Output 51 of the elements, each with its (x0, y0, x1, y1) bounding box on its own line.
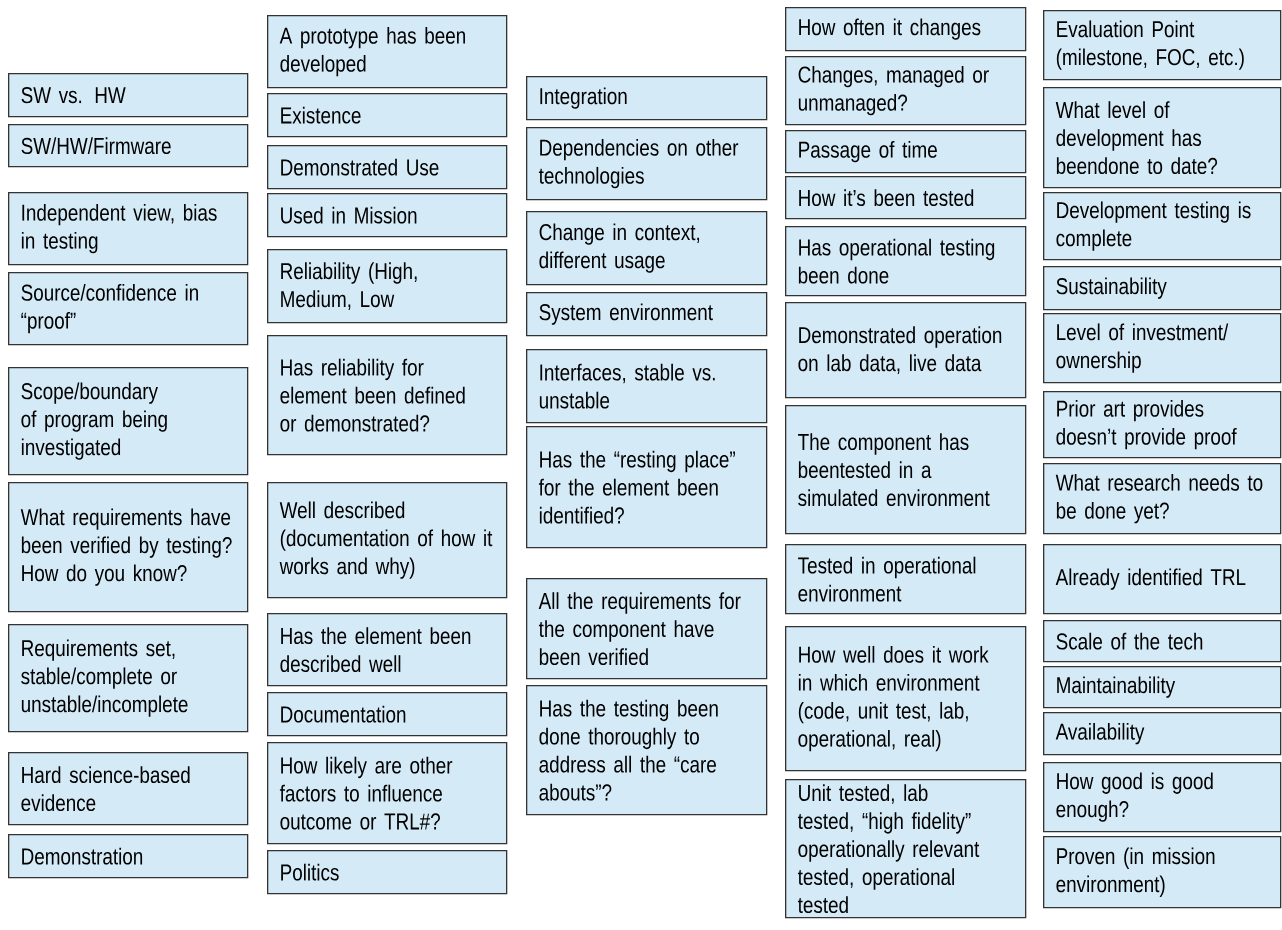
text-box: Demonstrated Use (267, 145, 508, 190)
text-box: Source/confidence in “proof” (8, 272, 249, 346)
text-box: What level of development has beendone to date? (1043, 87, 1282, 189)
text-box: Passage of time (785, 130, 1027, 174)
text-box: Sustainability (1043, 266, 1282, 311)
text-box: Proven (in mission environment) (1043, 836, 1282, 909)
text-box: Existence (267, 93, 508, 138)
text-box: Maintainability (1043, 666, 1282, 709)
text-box: How good is good enough? (1043, 762, 1282, 833)
text-box: Independent view, bias in testing (8, 192, 249, 266)
text-box: Has the testing been done thoroughly to address all the “care abouts”? (526, 685, 768, 816)
text-box: The component has beentested in a simulated environment (785, 405, 1027, 535)
text-box: Change in context, different usage (526, 211, 768, 286)
text-box: Evaluation Point (milestone, FOC, etc.) (1043, 10, 1282, 81)
text-box: Dependencies on other technologies (526, 127, 768, 201)
text-box: Already identified TRL (1043, 544, 1282, 615)
text-box: SW vs. HW (8, 73, 249, 118)
text-box: Has operational testing been done (785, 226, 1027, 297)
text-box: Development testing is complete (1043, 192, 1282, 261)
text-box: How well does it work in which environment (code, unit test, lab, operational, real) (785, 626, 1027, 772)
text-box: A prototype has been developed (267, 15, 508, 89)
text-box: Changes, managed or unmanaged? (785, 56, 1027, 126)
text-box: Demonstrated operation on lab data, live data (785, 302, 1027, 399)
text-box: Politics (267, 850, 508, 895)
text-box: Has reliability for element been defined or demonstrated? (267, 335, 508, 456)
text-box: Availability (1043, 712, 1282, 756)
text-box: Has the “resting place” for the element been identified? (526, 426, 768, 549)
text-box: Level of investment/ ownership (1043, 313, 1282, 384)
text-box: Documentation (267, 692, 508, 737)
text-box: How often it changes (785, 7, 1027, 52)
text-box: Prior art provides doesn’t provide proof (1043, 391, 1282, 459)
text-box: Scale of the tech (1043, 620, 1282, 663)
text-box: What research needs to be done yet? (1043, 463, 1282, 535)
text-box: SW/HW/Firmware (8, 124, 249, 168)
text-box: System environment (526, 292, 768, 337)
text-box: What requirements have been verified by testing? How do you know? (8, 482, 249, 613)
text-box: Integration (526, 76, 768, 121)
text-box: Demonstration (8, 834, 249, 879)
text-box: Has the element been described well (267, 613, 508, 687)
text-box: Scope/boundary of program being investigated (8, 367, 249, 476)
text-box: Used in Mission (267, 193, 508, 238)
text-box: Unit tested, lab tested, “high fidelity” operationally relevant tested, operational tested (785, 779, 1027, 919)
text-box: Hard science-based evidence (8, 752, 249, 826)
text-box: All the requirements for the component have been verified (526, 578, 768, 680)
text-box: How it’s been tested (785, 176, 1027, 220)
text-box: Reliability (High, Medium, Low (267, 249, 508, 324)
text-box: How likely are other factors to influence outcome or TRL#? (267, 742, 508, 845)
text-box: Interfaces, stable vs. unstable (526, 349, 768, 424)
text-box: Well described (documentation of how it works and why) (267, 482, 508, 599)
text-box: Tested in operational environment (785, 544, 1027, 615)
text-box: Requirements set, stable/complete or unstable/incomplete (8, 624, 249, 733)
